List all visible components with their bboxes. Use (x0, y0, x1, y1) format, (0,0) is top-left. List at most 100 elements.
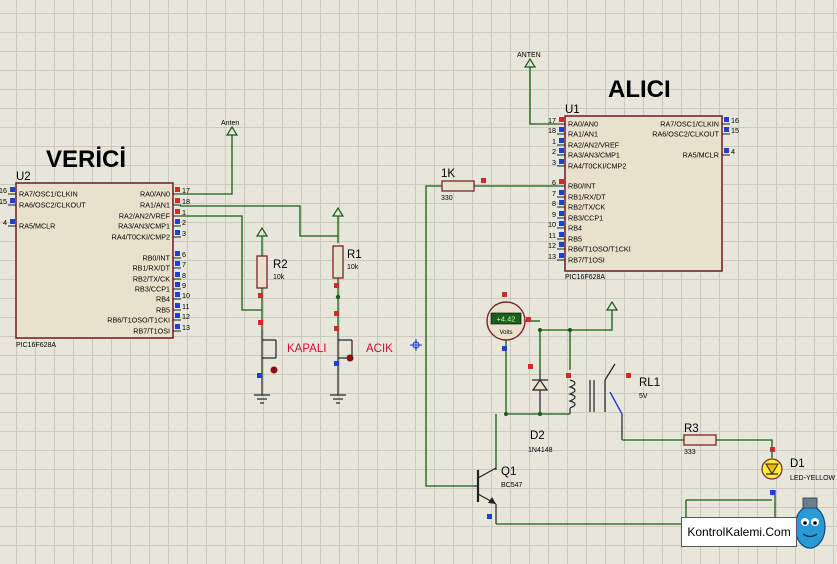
rx-antenna[interactable]: ANTEN (517, 52, 558, 125)
u2-pin-number: 7 (182, 260, 186, 269)
d2-part: 1N4148 (528, 447, 553, 454)
u1-pin-number: 3 (552, 158, 556, 167)
u2-pin-number: 8 (182, 271, 186, 280)
u2-pin-name: RB0/INT (142, 254, 170, 263)
u2-chip-body[interactable] (15, 182, 174, 339)
probe-marker[interactable] (410, 339, 422, 351)
relay-rl1[interactable]: RL1 5V (566, 363, 660, 440)
u2-pin-number: 18 (182, 197, 190, 206)
switch-acik-label: ACIK (366, 343, 393, 355)
switch-kapali[interactable]: KAPALI (254, 330, 326, 404)
u2-pin-1[interactable]: 1 RA2/AN2/VREF (119, 208, 186, 221)
u1-pin-18[interactable]: 18 RA1/AN1 (548, 126, 598, 139)
u1-pin-name: RA2/AN2/VREF (568, 141, 620, 150)
u2-pin-7[interactable]: 7 RB1/RX/DT (132, 260, 186, 273)
base-resistor-1k[interactable]: 1K 330 (425, 168, 558, 487)
u2-pin-number: 2 (182, 218, 186, 227)
wire-vcc-relay (539, 310, 613, 370)
u1-pin-number: 10 (548, 220, 556, 229)
u2-pin-number: 12 (182, 312, 190, 321)
tx-antenna[interactable]: Anten (180, 120, 239, 195)
transistor-q1[interactable]: Q1 BC547 (474, 466, 523, 524)
u2-pin-number: 9 (182, 281, 186, 290)
u1-pin-name: RB1/RX/DT (568, 193, 606, 202)
u2-pin-number: 13 (182, 323, 190, 332)
u1-pin-number: 6 (552, 178, 556, 187)
u1-pin-number: 17 (548, 116, 556, 125)
voltmeter-unit: Volts (499, 330, 512, 336)
u1-pin-number: 15 (731, 126, 739, 135)
u1-pin-name: RB3/CCP1 (568, 214, 603, 223)
u2-pin-number: 1 (182, 208, 186, 217)
u1-pin-name: RA1/AN1 (568, 130, 598, 139)
u2-pin-number: 4 (3, 218, 7, 227)
r1-value: 10k (347, 264, 359, 271)
u2-pin-name: RA4/T0CKI/CMP2 (112, 233, 170, 242)
voltmeter[interactable]: +4.42 Volts (486, 292, 540, 414)
u2-pin-6[interactable]: 6 RB0/INT (142, 250, 186, 263)
u2-pin-name: RA7/OSC1/CLKIN (19, 190, 78, 199)
diode-d2[interactable]: D2 1N4148 (528, 364, 553, 454)
r3-resistor[interactable]: R3 333 (622, 423, 775, 458)
u2-part: PIC16F628A (16, 342, 56, 349)
r1-vcc-arrow (331, 206, 345, 217)
wire-ra1 (180, 205, 338, 237)
transmitter-title: VERİCİ (46, 146, 126, 173)
u2-pin-number: 6 (182, 250, 186, 259)
u1-pin-number: 13 (548, 252, 556, 261)
u1-pin-name: RA7/OSC1/CLKIN (660, 120, 719, 129)
u2-pin-8[interactable]: 8 RB2/TX/CK (133, 271, 186, 284)
r3-ref: R3 (684, 423, 699, 435)
u1-chip-body[interactable] (564, 115, 723, 272)
r2-value: 10k (273, 274, 285, 281)
u1-pin-number: 11 (549, 231, 556, 240)
u1-pin-number: 18 (548, 126, 556, 135)
kontrolkalemi-logo[interactable]: KontrolKalemi.Com (681, 517, 797, 547)
switch-acik[interactable]: ACIK (330, 326, 393, 404)
voltmeter-reading: +4.42 (497, 315, 516, 324)
r2-resistor[interactable]: R2 10k (255, 226, 288, 330)
u1-pin-number: 2 (552, 147, 556, 156)
mascot-pen-icon (794, 497, 826, 549)
rx-antenna-label: ANTEN (517, 52, 541, 59)
r1-resistor[interactable]: R1 10k (332, 245, 362, 330)
u2-pin-name: RB2/TX/CK (133, 275, 170, 284)
u1-part: PIC16F628A (565, 274, 605, 281)
u2-pin-name: RA2/AN2/VREF (119, 212, 171, 221)
u2-pin-name: RB1/RX/DT (132, 264, 170, 273)
d1-ref: D1 (790, 458, 805, 470)
relay-vcc-arrow (605, 300, 619, 311)
u1-pin-name: RA6/OSC2/CLKOUT (652, 130, 719, 139)
u1-pin-15[interactable]: 15 RA6/OSC2/CLKOUT (652, 126, 739, 139)
